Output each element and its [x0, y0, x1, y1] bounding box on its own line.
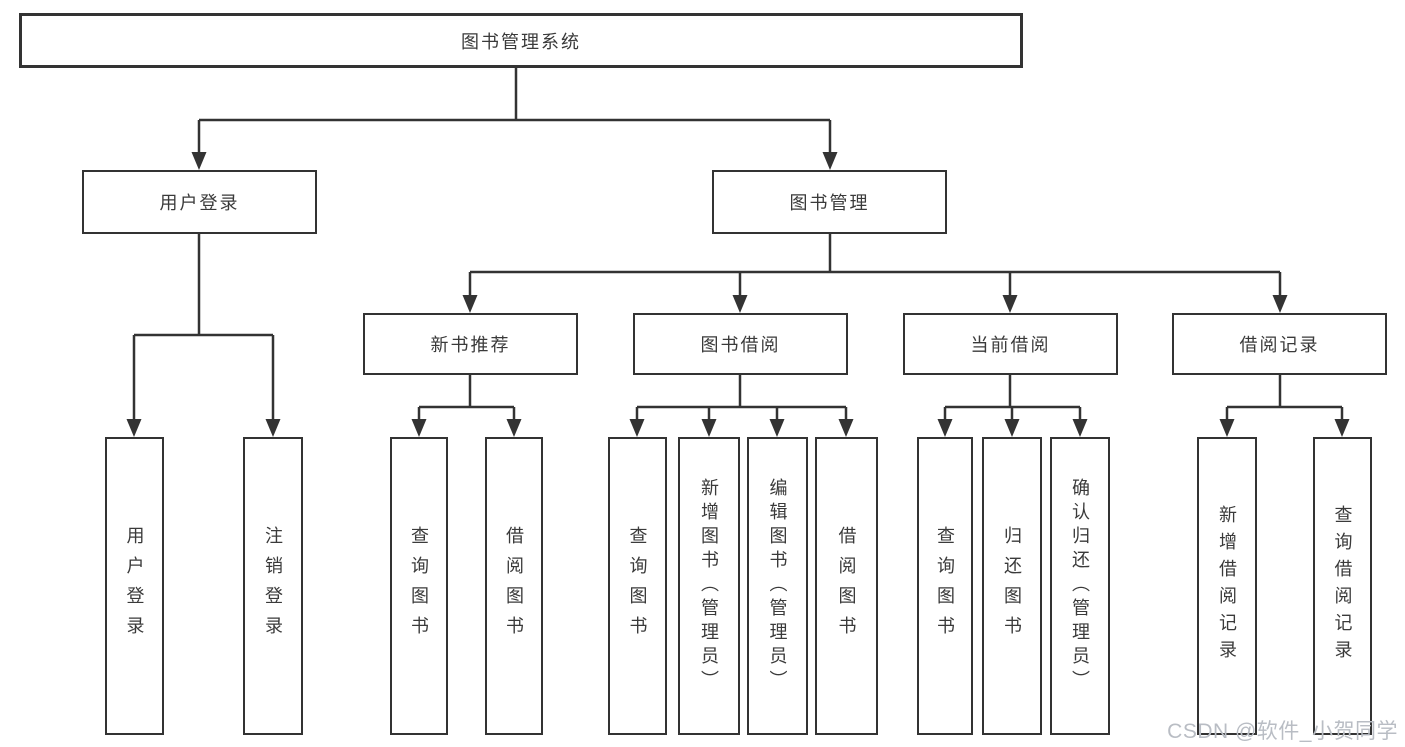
node-book-management: 图书管理 [712, 170, 947, 234]
node-new-book-recommend: 新书推荐 [363, 313, 578, 375]
node-book-management-label: 图书管理 [789, 193, 870, 213]
leaf-logout: 注销登录 [243, 437, 303, 735]
leaf-return-books-label: 归还图书 [1002, 526, 1022, 646]
leaf-add-borrow-record: 新增借阅记录 [1197, 437, 1257, 735]
leaf-query-books-2: 查询图书 [608, 437, 667, 735]
node-new-book-recommend-label: 新书推荐 [430, 335, 511, 355]
leaf-user-login-label: 用户登录 [124, 526, 145, 646]
node-current-borrow-label: 当前借阅 [970, 335, 1051, 355]
leaf-add-borrow-record-label: 新增借阅记录 [1217, 505, 1237, 667]
node-root: 图书管理系统 [19, 13, 1023, 68]
leaf-borrow-books-1: 借阅图书 [485, 437, 543, 735]
node-borrow-records-label: 借阅记录 [1239, 335, 1320, 355]
leaf-edit-book-admin-label: 编辑图书（管理员） [767, 478, 788, 694]
leaf-query-books-3-label: 查询图书 [935, 526, 955, 646]
node-borrow-records: 借阅记录 [1172, 313, 1387, 375]
node-book-borrow: 图书借阅 [633, 313, 848, 375]
node-root-label: 图书管理系统 [461, 31, 581, 52]
node-current-borrow: 当前借阅 [903, 313, 1118, 375]
leaf-borrow-books-2-label: 借阅图书 [836, 526, 857, 646]
leaf-confirm-return-admin-label: 确认归还（管理员） [1070, 478, 1090, 694]
leaf-borrow-books-1-label: 借阅图书 [504, 526, 524, 646]
leaf-edit-book-admin: 编辑图书（管理员） [747, 437, 808, 735]
leaf-query-books-1: 查询图书 [390, 437, 448, 735]
leaf-confirm-return-admin: 确认归还（管理员） [1050, 437, 1110, 735]
leaf-query-books-3: 查询图书 [917, 437, 973, 735]
leaf-borrow-books-2: 借阅图书 [815, 437, 878, 735]
leaf-query-borrow-record: 查询借阅记录 [1313, 437, 1372, 735]
node-book-borrow-label: 图书借阅 [700, 335, 781, 355]
leaf-query-books-1-label: 查询图书 [409, 526, 429, 646]
leaf-query-books-2-label: 查询图书 [627, 526, 648, 646]
leaf-return-books: 归还图书 [982, 437, 1042, 735]
node-user-login-label: 用户登录 [159, 193, 240, 213]
leaf-query-borrow-record-label: 查询借阅记录 [1332, 505, 1353, 667]
leaf-user-login: 用户登录 [105, 437, 164, 735]
node-user-login: 用户登录 [82, 170, 317, 234]
leaf-add-book-admin: 新增图书（管理员） [678, 437, 740, 735]
leaf-add-book-admin-label: 新增图书（管理员） [699, 478, 719, 694]
leaf-logout-label: 注销登录 [263, 526, 283, 646]
